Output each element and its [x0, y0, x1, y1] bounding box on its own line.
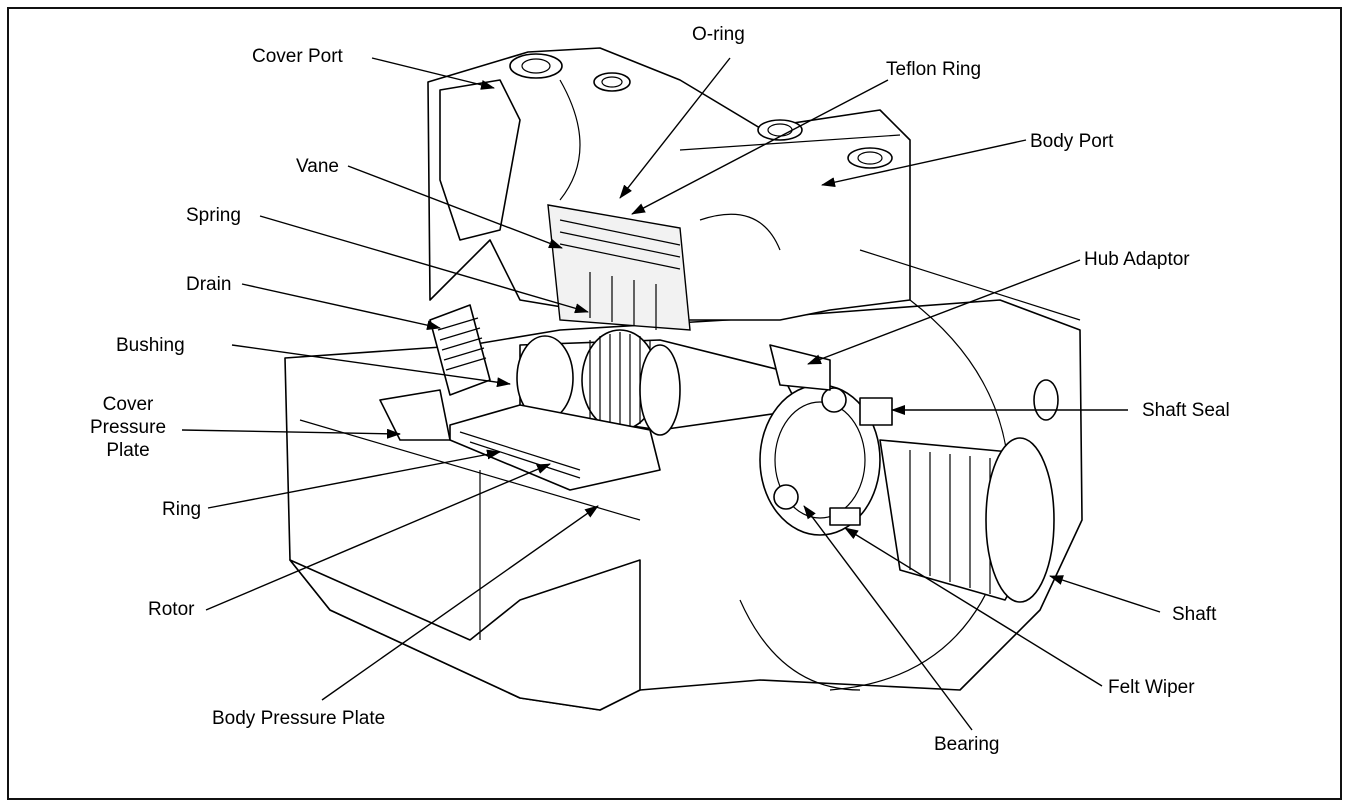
felt-wiper-part	[829, 507, 861, 526]
leader-shaft	[1049, 575, 1161, 613]
label-teflon-ring: Teflon Ring	[886, 59, 982, 80]
label-body-port: Body Port	[1030, 131, 1114, 152]
label-shaft-seal: Shaft Seal	[1142, 400, 1230, 421]
bearing-ball-bottom	[773, 484, 799, 510]
label-cover-pressure-plate-line2: Pressure	[89, 417, 167, 438]
cover-port-boss	[509, 53, 563, 79]
leader-cover-port	[371, 57, 495, 90]
label-cover-port: Cover Port	[252, 46, 343, 67]
bearing-ball-top	[821, 387, 847, 413]
leader-lines	[181, 57, 1161, 731]
label-shaft: Shaft	[1172, 604, 1217, 625]
label-drain: Drain	[186, 274, 232, 295]
leader-body-port	[821, 139, 1027, 188]
vane-cartridge	[547, 204, 691, 331]
label-hub-adaptor: Hub Adaptor	[1084, 249, 1190, 270]
label-felt-wiper: Felt Wiper	[1108, 677, 1195, 698]
label-cover-pressure-plate-line1: Cover	[102, 394, 154, 415]
leader-bearing	[803, 505, 973, 731]
leader-o-ring	[619, 57, 731, 199]
leader-vane	[347, 165, 563, 249]
leader-drain	[241, 283, 441, 331]
label-bearing: Bearing	[934, 734, 1000, 755]
label-rotor: Rotor	[148, 599, 195, 620]
springs	[589, 272, 657, 330]
leader-felt-wiper	[844, 527, 1103, 687]
label-body-pressure-plate: Body Pressure Plate	[212, 708, 386, 729]
leader-hub-adaptor	[807, 259, 1081, 365]
label-bushing: Bushing	[116, 335, 185, 356]
shaft-seal-part	[859, 397, 893, 426]
label-cover-pressure-plate-line3: Plate	[106, 440, 150, 461]
label-vane: Vane	[296, 156, 339, 177]
leader-rotor	[205, 463, 551, 611]
leader-bushing	[231, 344, 511, 388]
leader-ring	[207, 449, 501, 509]
label-ring: Ring	[162, 499, 202, 520]
label-spring: Spring	[186, 205, 241, 226]
rotor-shaft-assembly	[516, 329, 801, 436]
label-o-ring: O-ring	[692, 24, 745, 45]
label-cover-pressure-plate: Cover Pressure Plate	[80, 393, 176, 462]
pressure-plates	[379, 389, 661, 491]
leader-teflon-ring	[631, 79, 889, 215]
drain-fitting	[429, 304, 491, 396]
output-shaft	[879, 437, 1055, 603]
leader-cover-pressure-plate	[181, 428, 401, 439]
leader-spring	[259, 215, 589, 314]
leader-body-pressure-plate	[321, 505, 599, 701]
